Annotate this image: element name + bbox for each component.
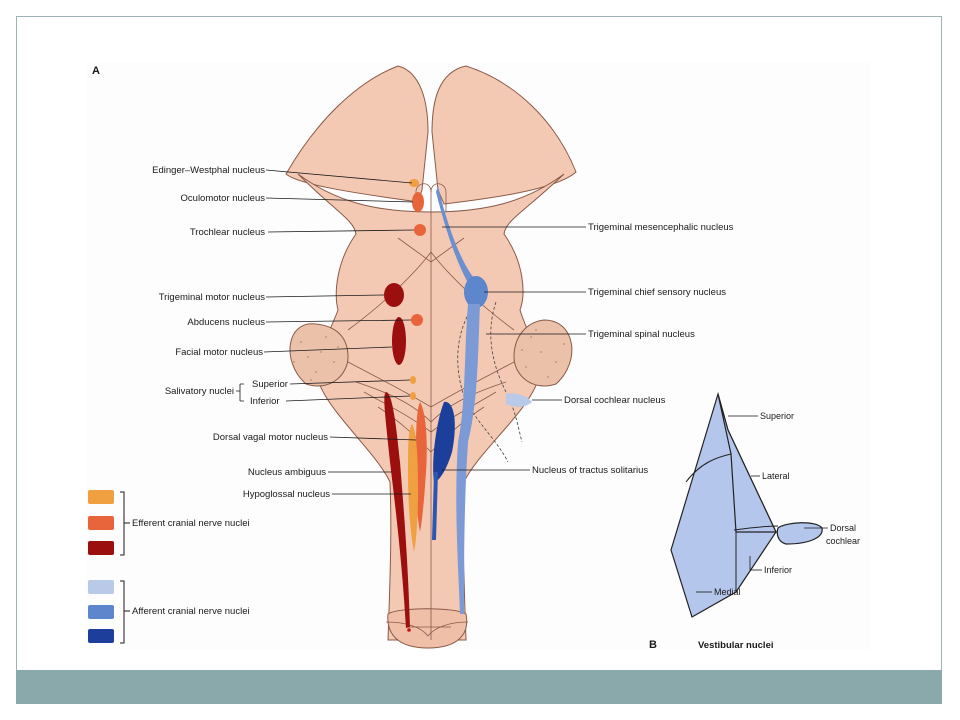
trigeminal-chief-sensory-shape (464, 276, 488, 308)
label-facial-motor: Facial motor nucleus (175, 347, 263, 358)
spinal-cord-dot (407, 628, 411, 632)
label-trigeminal-mesencephalic: Trigeminal mesencephalic nucleus (588, 222, 734, 233)
legend-label-afferent: Afferent cranial nerve nuclei (132, 606, 250, 617)
vestibular-label-superior: Superior (760, 411, 794, 421)
label-edinger-westphal: Edinger–Westphal nucleus (152, 165, 265, 176)
legend-swatch-afferent-1 (88, 580, 114, 594)
inferior-salivatory-shape (410, 392, 416, 400)
figure-svg: Edinger–Westphal nucleus Oculomotor nucl… (86, 62, 870, 650)
label-hypoglossal: Hypoglossal nucleus (243, 489, 330, 500)
brainstem-figure: Edinger–Westphal nucleus Oculomotor nucl… (86, 62, 870, 650)
label-salivatory-superior: Superior (252, 379, 288, 390)
left-pons-bulge (289, 323, 349, 387)
salivatory-labels: Salivatory nuclei Superior Inferior (165, 379, 288, 407)
label-tractus-solitarius: Nucleus of tractus solitarius (532, 465, 648, 476)
label-nucleus-ambiguus: Nucleus ambiguus (248, 467, 326, 478)
vestibular-diagram: Superior Lateral Dorsal cochlear Inferio… (670, 391, 860, 618)
vestibular-labels: Superior Lateral Dorsal cochlear Inferio… (714, 411, 860, 597)
nuclei (384, 179, 532, 632)
vestibular-superior-lateral-region (717, 393, 777, 533)
superior-salivatory-shape (410, 376, 416, 384)
label-trigeminal-chief-sensory: Trigeminal chief sensory nucleus (588, 287, 726, 298)
legend-swatch-efferent-3 (88, 541, 114, 555)
leader-lines (236, 169, 586, 495)
legend: Efferent cranial nerve nuclei Afferent c… (88, 490, 250, 644)
panel-b-letter: B (649, 639, 657, 650)
pons-texture (293, 329, 569, 381)
vestibular-label-inferior: Inferior (764, 565, 792, 575)
legend-label-efferent: Efferent cranial nerve nuclei (132, 518, 250, 529)
abducens-shape (411, 314, 423, 326)
legend-swatch-afferent-2 (88, 605, 114, 619)
label-salivatory-nuclei: Salivatory nuclei (165, 386, 234, 397)
label-oculomotor: Oculomotor nucleus (181, 193, 266, 204)
vestibular-leader-lines (696, 415, 828, 593)
legend-swatch-afferent-3 (88, 629, 114, 643)
trigeminal-spinal-tract-shape (456, 304, 480, 614)
legend-swatch-efferent-2 (88, 516, 114, 530)
vestibular-label-dorsal: Dorsal (830, 523, 856, 533)
left-lobe (285, 65, 429, 203)
legend-swatch-efferent-1 (88, 490, 114, 504)
dorsal-cochlear-shape (506, 393, 532, 407)
panel-a-letter: A (92, 65, 100, 77)
legend-bracket-afferent (120, 580, 130, 644)
left-labels: Edinger–Westphal nucleus Oculomotor nucl… (152, 165, 330, 500)
legend-bracket-efferent (120, 491, 130, 556)
tractus-solitarius-lower (432, 472, 438, 540)
panel-b-title: Vestibular nuclei (698, 640, 774, 650)
label-dorsal-vagal-motor: Dorsal vagal motor nucleus (213, 432, 328, 443)
oculomotor-shape (412, 192, 424, 212)
dorsal-vagal-shape (416, 402, 427, 532)
trochlear-shape (414, 224, 426, 236)
tractus-solitarius-shape (433, 401, 455, 482)
vestibular-label-medial: Medial (714, 587, 741, 597)
edinger-westphal-shape (409, 179, 419, 187)
label-trigeminal-spinal: Trigeminal spinal nucleus (588, 329, 695, 340)
label-trigeminal-motor: Trigeminal motor nucleus (159, 292, 266, 303)
right-lobe (431, 65, 577, 205)
label-salivatory-inferior: Inferior (250, 396, 280, 407)
label-dorsal-cochlear: Dorsal cochlear nucleus (564, 395, 666, 406)
vestibular-label-cochlear: cochlear (826, 536, 860, 546)
label-trochlear: Trochlear nucleus (190, 227, 265, 238)
vestibular-label-lateral: Lateral (762, 471, 790, 481)
nucleus-ambiguus-shape (384, 392, 410, 628)
right-labels: Trigeminal mesencephalic nucleus Trigemi… (532, 222, 734, 476)
vestibular-dividers (685, 453, 779, 592)
hypoglossal-shape (408, 424, 418, 552)
trigeminal-motor-shape (384, 283, 404, 307)
footer-bar (16, 670, 942, 704)
facial-motor-shape (392, 317, 406, 365)
label-abducens: Abducens nucleus (187, 317, 265, 328)
right-pons-bulge (513, 319, 573, 387)
